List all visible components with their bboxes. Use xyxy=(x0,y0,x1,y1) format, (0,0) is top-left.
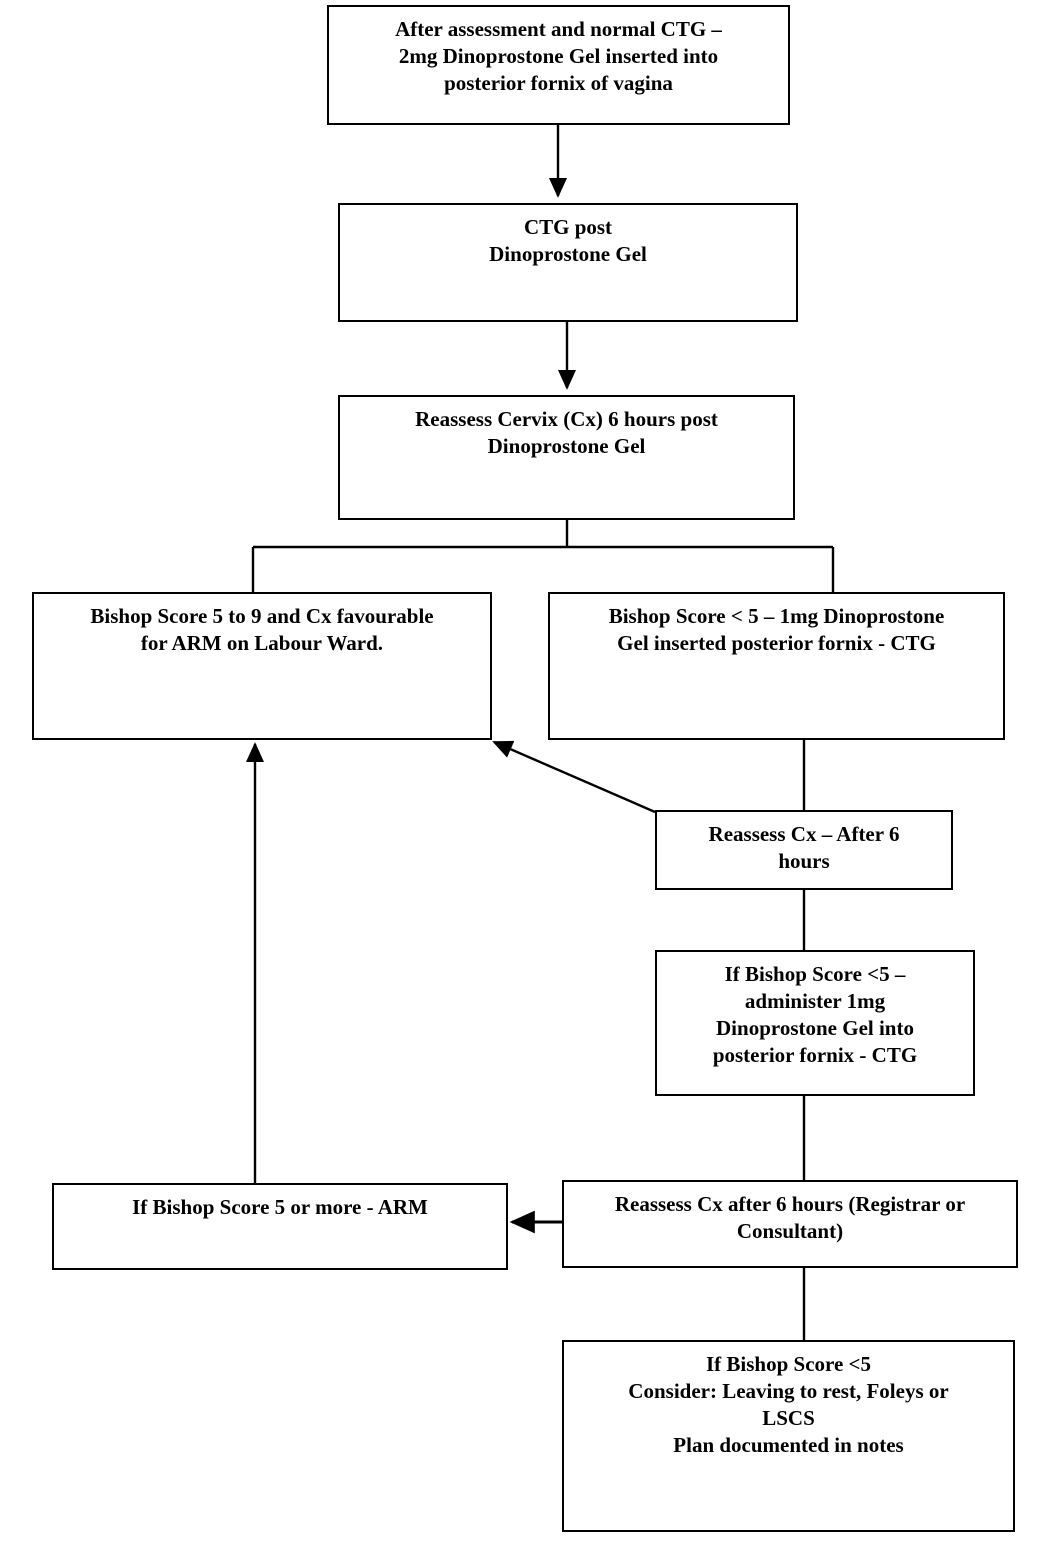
node-reassess-cx-registrar[interactable]: Reassess Cx after 6 hours (Registrar or … xyxy=(562,1180,1018,1268)
node-reassess-cx-after-6h[interactable]: Reassess Cx – After 6 hours xyxy=(655,810,953,890)
node-ctg-post-gel[interactable]: CTG post Dinoprostone Gel xyxy=(338,203,798,322)
node-bishop-under-5-1mg[interactable]: Bishop Score < 5 – 1mg Dinoprostone Gel … xyxy=(548,592,1005,740)
node-bishop-5-to-9[interactable]: Bishop Score 5 to 9 and Cx favourable fo… xyxy=(32,592,492,740)
node-reassess-cervix-6h[interactable]: Reassess Cervix (Cx) 6 hours post Dinopr… xyxy=(338,395,795,520)
node-bishop-5-or-more-arm[interactable]: If Bishop Score 5 or more - ARM xyxy=(52,1183,508,1270)
node-start-gel[interactable]: After assessment and normal CTG – 2mg Di… xyxy=(327,5,790,125)
node-bishop-under-5-consider[interactable]: If Bishop Score <5 Consider: Leaving to … xyxy=(562,1340,1015,1532)
node-bishop-under-5-administer[interactable]: If Bishop Score <5 – administer 1mg Dino… xyxy=(655,950,975,1096)
connector-reassess-cx-to-favourable xyxy=(492,740,656,814)
